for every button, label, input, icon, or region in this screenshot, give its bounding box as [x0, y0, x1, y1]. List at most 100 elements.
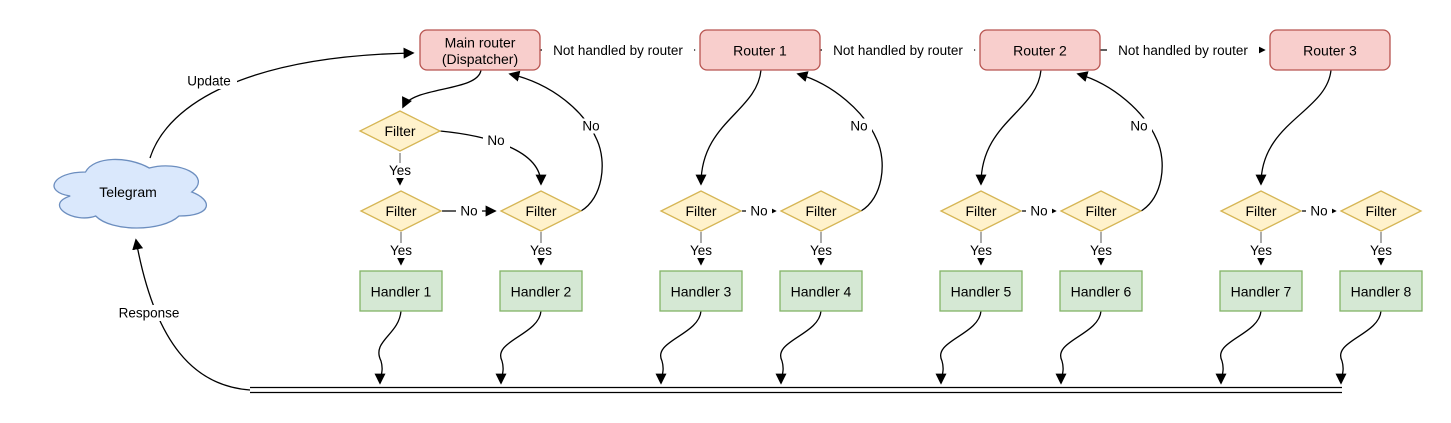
- label-bg: [746, 203, 772, 219]
- edge-label-no: No: [1130, 119, 1147, 134]
- edge-label-yes: Yes: [1370, 243, 1392, 258]
- edge-handler6-to-bus: [1055, 310, 1102, 385]
- edge-handler5-to-bus: [935, 310, 982, 385]
- label-bg: [1026, 203, 1052, 219]
- label-bg: [456, 203, 482, 219]
- label-bg: [807, 243, 835, 258]
- filter-label: Filter: [1365, 203, 1396, 219]
- edge-label-no: No: [487, 133, 504, 148]
- handler-3-node: [659, 270, 743, 312]
- handler-5-label: Handler 5: [951, 284, 1012, 300]
- label-bg: [822, 42, 974, 58]
- router-1-label: Router 1: [733, 43, 787, 59]
- edge-dispatcher-to-filter: [402, 69, 482, 109]
- router-1-node: [699, 29, 821, 71]
- handler-7-label: Handler 7: [1231, 284, 1292, 300]
- edge-router2-to-filter: [975, 69, 1042, 186]
- filter-node-dispatcher-top: [358, 110, 442, 152]
- edge-handler7-to-bus: [1215, 310, 1262, 385]
- label-bg: [386, 163, 414, 178]
- router-3-node: [1269, 29, 1391, 71]
- edge-label-no: No: [460, 204, 477, 219]
- edge-update: [149, 47, 415, 159]
- handler-4-label: Handler 4: [791, 284, 852, 300]
- label-bg: [113, 305, 186, 321]
- router-2-node: [979, 29, 1101, 71]
- router-3-label: Router 3: [1303, 43, 1357, 59]
- edge-label-update: Update: [187, 74, 231, 89]
- edge-label-yes: Yes: [970, 243, 992, 258]
- filter-node-router2-left: [939, 190, 1023, 232]
- handler-3-label: Handler 3: [671, 284, 732, 300]
- filter-node-dispatcher-right: [499, 190, 583, 232]
- label-bg: [182, 73, 237, 89]
- edge-return-no-router1: [796, 71, 883, 212]
- handler-4-node: [779, 270, 863, 312]
- handler-5-node: [939, 270, 1023, 312]
- label-bg: [687, 243, 715, 258]
- filter-label: Filter: [965, 203, 996, 219]
- filter-label: Filter: [1085, 203, 1116, 219]
- label-bg: [1306, 203, 1332, 219]
- edge-label-yes: Yes: [390, 243, 412, 258]
- handler-7-node: [1219, 270, 1303, 312]
- label-bg: [967, 243, 995, 258]
- edge-handler4-to-bus: [775, 310, 822, 385]
- edge-labels-layer: Update Response Not handled by router No…: [113, 42, 1395, 321]
- handler-6-label: Handler 6: [1071, 284, 1132, 300]
- label-bg: [387, 243, 415, 258]
- handler-1-label: Handler 1: [371, 284, 432, 300]
- label-bg: [578, 118, 604, 134]
- edge-handler3-to-bus: [655, 310, 702, 385]
- label-bg: [483, 133, 510, 148]
- handler-2-node: [499, 270, 583, 312]
- dispatcher-label-line2: (Dispatcher): [442, 51, 518, 67]
- label-bg: [1247, 243, 1275, 258]
- edge-label-no: No: [1310, 204, 1327, 219]
- edge-return-no-router2: [1076, 71, 1163, 212]
- label-bg: [1107, 42, 1259, 58]
- handler-8-label: Handler 8: [1351, 284, 1412, 300]
- edge-handler8-to-bus: [1335, 310, 1382, 385]
- edge-label-no: No: [750, 204, 767, 219]
- handler-8-node: [1339, 270, 1423, 312]
- edge-label-yes: Yes: [1250, 243, 1272, 258]
- edge-router1-to-filter: [695, 69, 762, 186]
- edge-label-not-handled-1: Not handled by router: [553, 43, 683, 58]
- telegram-cloud: [53, 158, 208, 229]
- label-bg: [1367, 243, 1395, 258]
- label-bg: [527, 243, 555, 258]
- filter-node-router3-right: [1339, 190, 1423, 232]
- edge-label-not-handled-3: Not handled by router: [1118, 43, 1248, 58]
- filter-node-router3-left: [1219, 190, 1303, 232]
- edge-label-yes: Yes: [810, 243, 832, 258]
- filter-label: Filter: [685, 203, 716, 219]
- edge-label-no: No: [582, 119, 599, 134]
- handler-6-node: [1059, 270, 1143, 312]
- edge-label-response: Response: [119, 306, 180, 321]
- filter-node-router1-left: [659, 190, 743, 232]
- edges-layer: [132, 44, 1382, 394]
- label-bg: [1126, 118, 1152, 134]
- label-bg: [846, 118, 872, 134]
- filter-label: Filter: [384, 123, 415, 139]
- edge-return-no-main: [508, 70, 603, 212]
- edge-label-no: No: [850, 119, 867, 134]
- filter-node-router2-right: [1059, 190, 1143, 232]
- label-bg: [542, 42, 694, 58]
- edge-label-yes: Yes: [690, 243, 712, 258]
- label-bg: [1087, 243, 1115, 258]
- telegram-label: Telegram: [99, 184, 157, 200]
- edge-label-no: No: [1030, 204, 1047, 219]
- edge-response: [132, 238, 251, 391]
- edge-label-yes: Yes: [1090, 243, 1112, 258]
- edge-label-yes: Yes: [389, 163, 411, 178]
- filter-node-router1-right: [779, 190, 863, 232]
- edge-handler1-to-bus: [374, 310, 402, 385]
- filter-label: Filter: [1245, 203, 1276, 219]
- filter-label: Filter: [805, 203, 836, 219]
- nodes-layer: Telegram Main router (Dispatcher) Router…: [53, 29, 1423, 312]
- edge-handler2-to-bus: [495, 310, 542, 385]
